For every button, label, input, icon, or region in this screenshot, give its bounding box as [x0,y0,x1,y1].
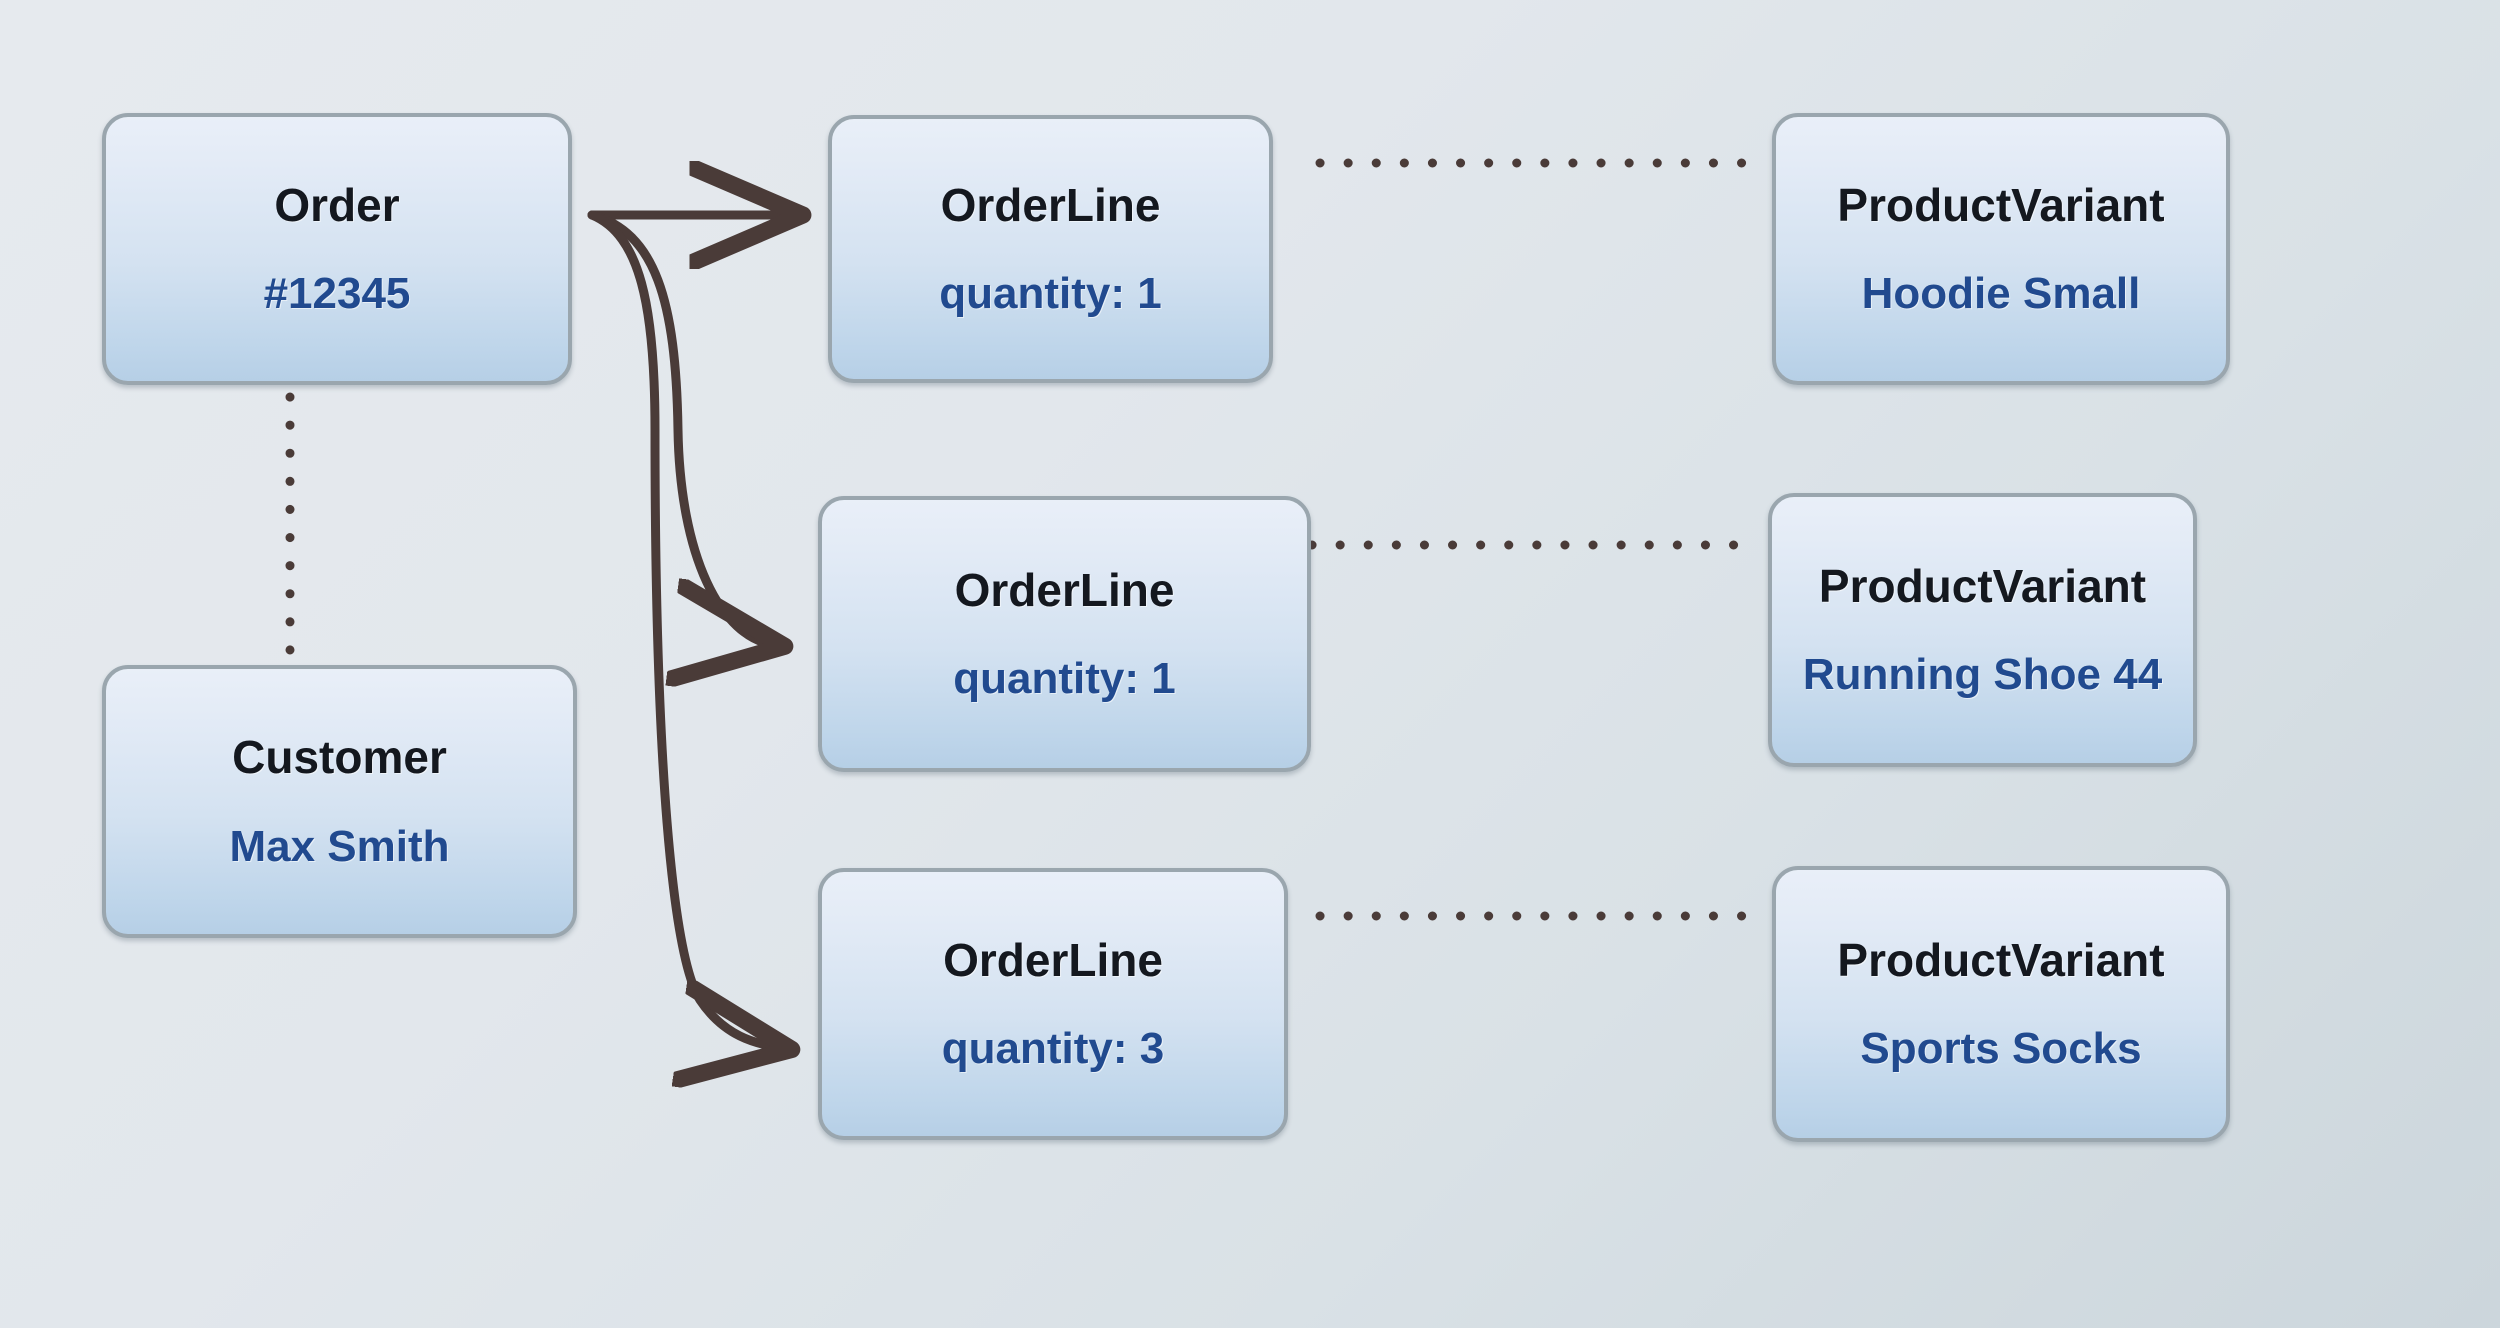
node-productvariant-2-value: Running Shoe 44 [1802,650,2163,700]
node-orderline-1-title: OrderLine [940,178,1161,231]
edge-order-to-orderline-3 [587,210,782,1048]
node-productvariant-3-value: Sports Socks [1860,1024,2142,1074]
node-customer[interactable]: Customer Max Smith [102,665,577,938]
node-order[interactable]: Order #12345 [102,113,572,385]
node-customer-title: Customer [232,731,447,784]
node-orderline-1-value: quantity: 1 [939,269,1162,319]
node-orderline-3-value: quantity: 3 [941,1024,1165,1074]
node-productvariant-3[interactable]: ProductVariant Sports Socks [1772,866,2230,1142]
node-customer-value: Max Smith [229,821,450,871]
node-orderline-3-title: OrderLine [943,933,1163,986]
node-orderline-3[interactable]: OrderLine quantity: 3 [818,868,1288,1140]
node-order-value: #12345 [263,269,411,319]
node-productvariant-1-title: ProductVariant [1837,178,2165,231]
node-orderline-2[interactable]: OrderLine quantity: 1 [818,496,1311,772]
node-productvariant-1-value: Hoodie Small [1861,269,2141,319]
node-order-title: Order [274,178,400,231]
node-orderline-2-title: OrderLine [954,563,1175,616]
node-productvariant-3-title: ProductVariant [1837,933,2165,986]
edge-order-to-orderline-2 [587,210,775,645]
node-productvariant-2[interactable]: ProductVariant Running Shoe 44 [1768,493,2197,767]
node-orderline-1[interactable]: OrderLine quantity: 1 [828,115,1273,383]
node-productvariant-2-title: ProductVariant [1818,559,2147,612]
node-orderline-2-value: quantity: 1 [953,654,1176,704]
node-productvariant-1[interactable]: ProductVariant Hoodie Small [1772,113,2230,385]
